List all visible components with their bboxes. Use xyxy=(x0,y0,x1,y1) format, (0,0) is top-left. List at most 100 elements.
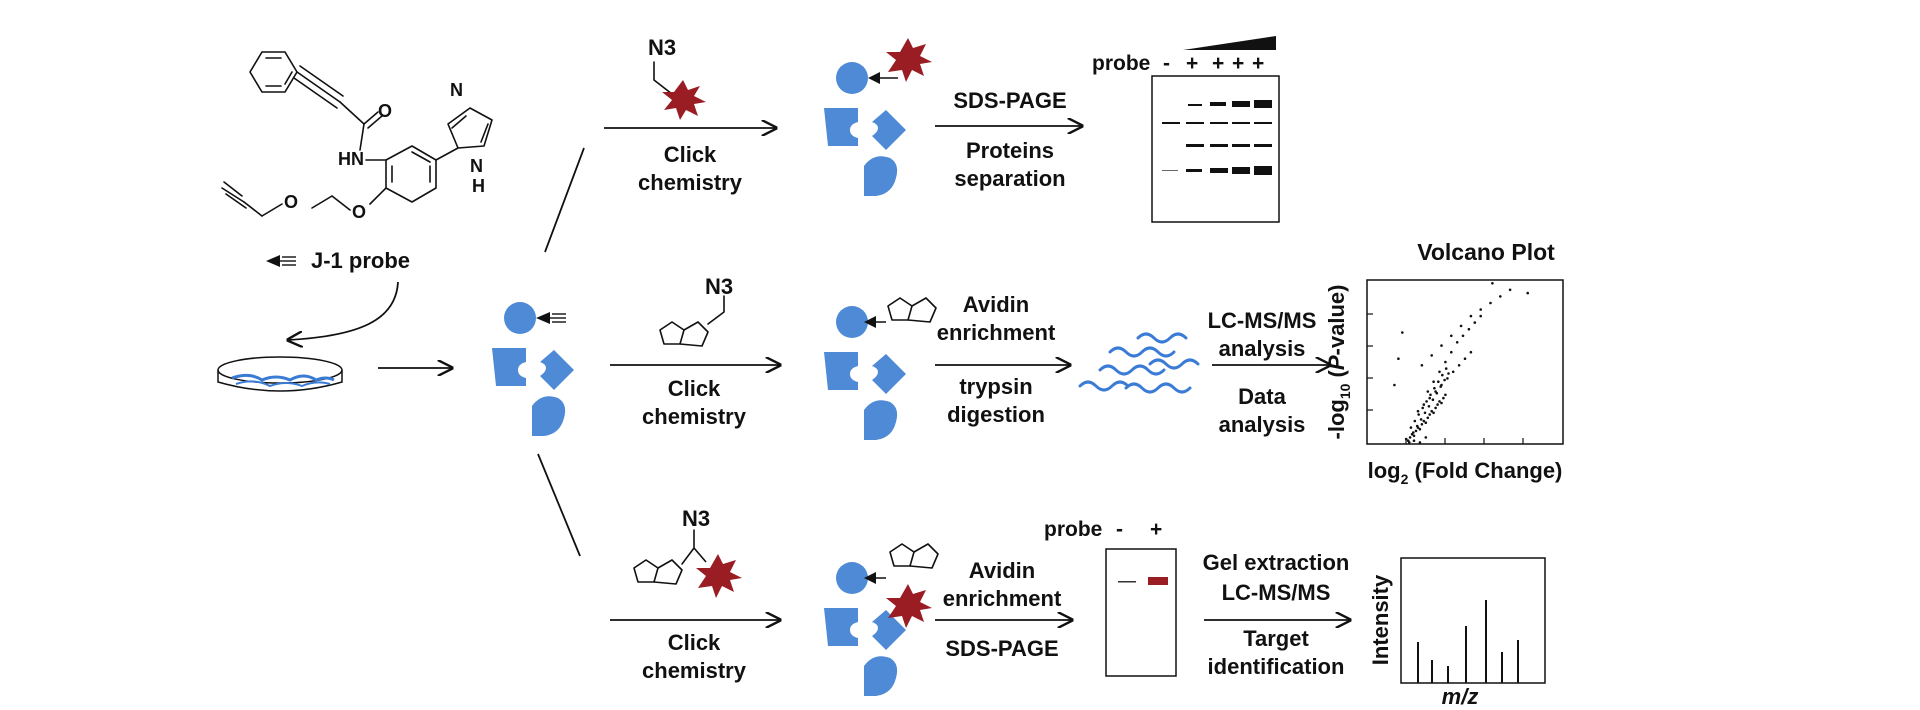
biotin-icon xyxy=(659,321,709,347)
spectrum-xlabel: m/z xyxy=(1442,684,1479,709)
volcano-point xyxy=(1426,390,1430,393)
bottom-step1-label: Click xyxy=(668,630,721,655)
volcano-point xyxy=(1526,291,1529,295)
gel-probe-label: probe xyxy=(1044,518,1102,541)
reporter-icon xyxy=(696,554,742,598)
volcano-point xyxy=(1442,396,1445,400)
volcano-point xyxy=(1437,380,1440,384)
volcano-point xyxy=(1393,383,1396,387)
gel-plus-label: + xyxy=(1252,52,1264,75)
bottom-reagent-label: N3 xyxy=(682,506,710,531)
volcano-point xyxy=(1446,377,1449,380)
volcano-point xyxy=(1444,360,1447,364)
volcano-point xyxy=(1440,401,1443,405)
volcano-point xyxy=(1414,429,1418,433)
labeled-proteins-icon xyxy=(824,562,906,696)
reporter-icon xyxy=(886,584,932,628)
middle-step2-bottom-label: digestion xyxy=(947,402,1045,427)
volcano-point xyxy=(1469,350,1473,354)
bottom-step3-bottom-label: Target xyxy=(1243,626,1309,651)
atom-h: H xyxy=(472,176,485,196)
bottom-step2-top-label: enrichment xyxy=(943,586,1062,611)
volcano-point xyxy=(1443,378,1446,382)
middle-step3-bottom-label: Data xyxy=(1238,384,1286,409)
volcano-point xyxy=(1430,409,1433,413)
volcano-point xyxy=(1420,423,1424,426)
top-step2-bottom-label: Proteins xyxy=(966,138,1054,163)
top-step1-label: Click xyxy=(664,142,717,167)
volcano-point xyxy=(1433,386,1436,390)
volcano-point xyxy=(1444,393,1447,397)
volcano-point xyxy=(1489,301,1492,305)
gel-band-target xyxy=(1148,577,1168,585)
atom-o1: O xyxy=(378,101,392,121)
volcano-point xyxy=(1419,418,1423,421)
gel-plus-label: + xyxy=(1150,518,1162,541)
gel-bands xyxy=(1162,100,1272,175)
volcano-point xyxy=(1479,314,1482,318)
volcano-xlabel: log2 (Fold Change) xyxy=(1368,458,1563,487)
volcano-point xyxy=(1412,434,1416,438)
concentration-gradient-icon xyxy=(1183,36,1276,50)
volcano-point xyxy=(1430,354,1433,357)
volcano-point xyxy=(1423,411,1427,415)
volcano-point xyxy=(1416,409,1420,413)
volcano-point xyxy=(1438,370,1441,374)
volcano-point xyxy=(1463,357,1467,361)
bottom-step1-label: chemistry xyxy=(642,658,747,683)
labeled-proteins-icon xyxy=(824,62,906,196)
volcano-point xyxy=(1401,331,1404,334)
volcano-point xyxy=(1508,288,1512,292)
volcano-point xyxy=(1421,406,1424,410)
biotin-icon xyxy=(887,297,937,323)
volcano-point xyxy=(1447,372,1450,375)
volcano-point xyxy=(1438,400,1441,403)
volcano-point xyxy=(1444,367,1448,370)
volcano-ylabel: -log10 (P-value) xyxy=(1324,285,1353,440)
volcano-point xyxy=(1441,373,1444,377)
volcano-point xyxy=(1420,364,1424,367)
volcano-point xyxy=(1457,364,1461,367)
volcano-point xyxy=(1427,405,1431,408)
gel-plus-label: + xyxy=(1212,52,1224,75)
volcano-point xyxy=(1422,403,1426,406)
volcano-point xyxy=(1412,439,1416,443)
volcano-point xyxy=(1473,321,1477,324)
top-reagent-label: N3 xyxy=(648,35,676,60)
top-step1-label: chemistry xyxy=(638,170,743,195)
alkyne-tag-icon xyxy=(535,311,567,325)
mass-spectrum-frame xyxy=(1400,557,1546,684)
gel-image xyxy=(1105,548,1177,677)
volcano-point xyxy=(1425,400,1428,403)
volcano-point xyxy=(1428,413,1431,416)
volcano-point xyxy=(1461,334,1465,338)
volcano-point xyxy=(1424,436,1428,439)
biotin-icon xyxy=(889,543,939,569)
volcano-points xyxy=(1393,282,1529,444)
volcano-point xyxy=(1408,441,1411,444)
volcano-point xyxy=(1469,314,1473,318)
volcano-point xyxy=(1459,324,1463,328)
volcano-point xyxy=(1412,431,1415,434)
j1-probe-label: J-1 probe xyxy=(311,248,410,273)
middle-step1-label: chemistry xyxy=(642,404,747,429)
volcano-point xyxy=(1479,308,1482,311)
volcano-point xyxy=(1450,350,1453,354)
volcano-point xyxy=(1451,370,1455,374)
volcano-point xyxy=(1413,419,1417,423)
volcano-point xyxy=(1450,334,1453,338)
volcano-point xyxy=(1417,413,1420,416)
middle-step2-top-label: enrichment xyxy=(937,320,1056,345)
gel-minus-label: - xyxy=(1116,518,1123,541)
atom-o3: O xyxy=(284,192,298,212)
middle-step3-top-label: analysis xyxy=(1219,336,1306,361)
bottom-step3-top-label: LC-MS/MS xyxy=(1222,580,1331,605)
bottom-step3-top-label: Gel extraction xyxy=(1203,550,1350,575)
volcano-point xyxy=(1440,344,1443,347)
volcano-point xyxy=(1418,427,1422,431)
spectrum-ylabel: Intensity xyxy=(1368,574,1393,665)
middle-step3-bottom-label: analysis xyxy=(1219,412,1306,437)
middle-reagent-label: N3 xyxy=(705,274,733,299)
reporter-icon xyxy=(662,80,706,120)
atom-n: N xyxy=(470,156,483,176)
